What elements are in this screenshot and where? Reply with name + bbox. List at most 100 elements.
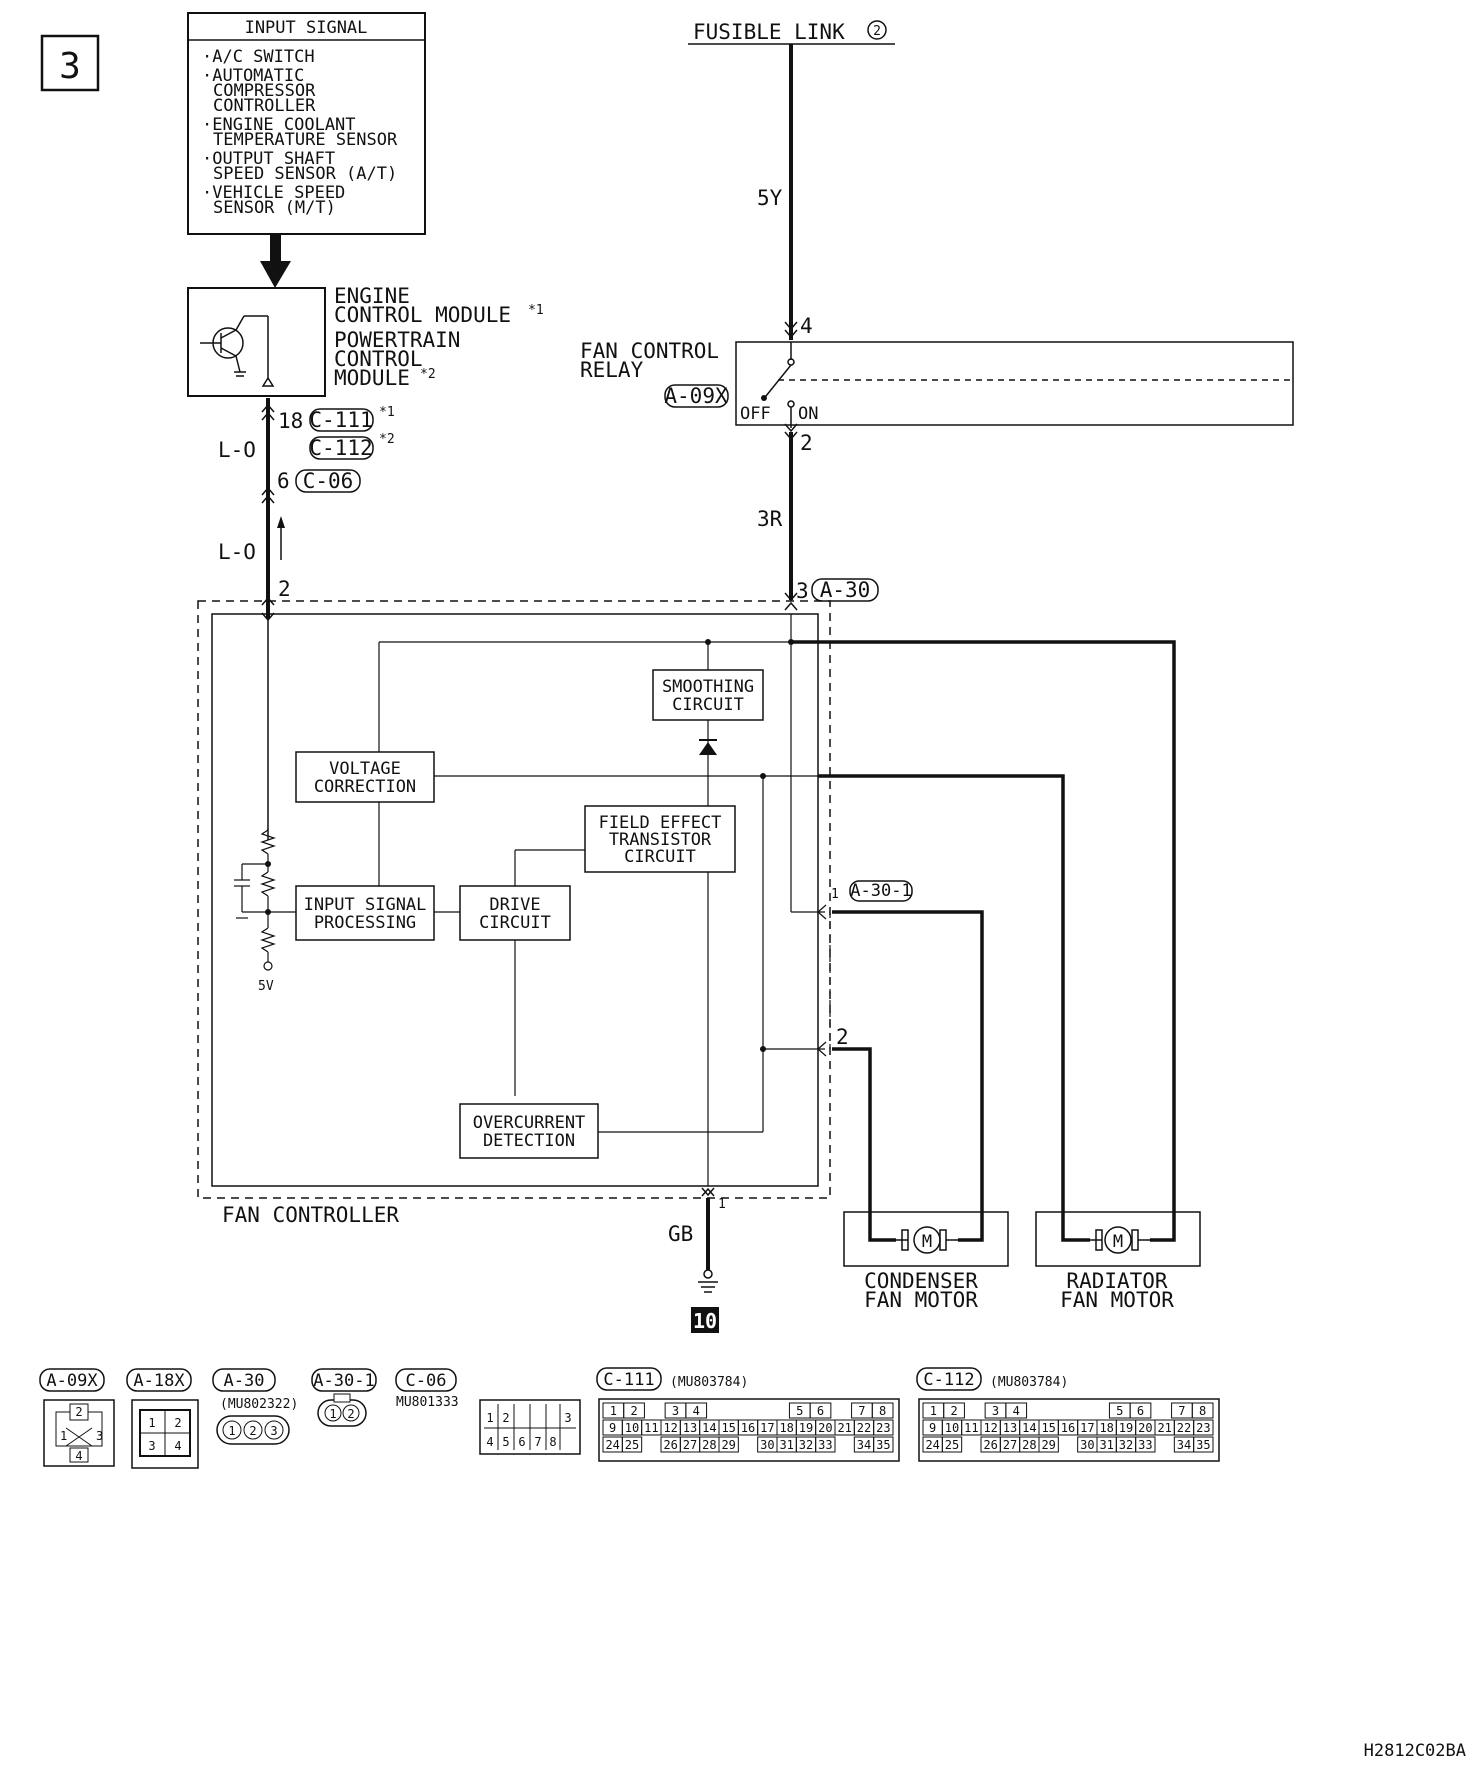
input-signal-item: ·A/C SWITCH [202,47,315,67]
input-signal-item: CONTROLLER [213,96,316,116]
pin-label: 17 [1080,1421,1094,1435]
pin-label: 22 [1177,1421,1191,1435]
svg-text:OVERCURRENT: OVERCURRENT [473,1113,586,1133]
svg-text:3: 3 [148,1439,155,1453]
pin-label: 18 [1099,1421,1113,1435]
pin-label: 35 [876,1438,890,1452]
input-signal-item: SPEED SENSOR (A/T) [213,164,397,184]
pin-label: 4 [693,1404,700,1418]
smoothing-circuit: SMOOTHING CIRCUIT [652,669,764,721]
pin-label: 2 [950,1404,957,1418]
diode-icon [699,739,717,755]
svg-text:CONDENSER: CONDENSER [864,1269,978,1293]
pin-label: 8 [879,1404,886,1418]
transistor-icon [200,315,275,387]
input-signal-item: ·OUTPUT SHAFT [202,149,335,169]
pin-label: 22 [857,1421,871,1435]
pin-label: 12 [983,1421,997,1435]
input-signal-title: INPUT SIGNAL [245,18,368,38]
svg-text:2: 2 [873,24,881,39]
resistor-network-icon [234,828,276,971]
pin-label: 26 [663,1438,677,1452]
svg-text:FAN CONTROL: FAN CONTROL [580,339,719,363]
svg-text:RELAY: RELAY [580,358,644,382]
svg-text:1: 1 [60,1429,67,1443]
pin-label: 10 [625,1421,639,1435]
pin-label: 25 [625,1438,639,1452]
svg-text:OFF: OFF [740,404,771,424]
fan-control-relay: 5Y 4 FAN CONTROL RELAY A-09X OFF ON 2 3R… [580,44,1294,611]
svg-text:L-O: L-O [218,438,256,462]
pin-label: 4 [1013,1404,1020,1418]
pin-label: 29 [1041,1438,1055,1452]
voltage-correction: VOLTAGE CORRECTION [295,751,435,803]
svg-text:A-30: A-30 [224,1371,265,1391]
svg-text:5V: 5V [258,979,274,994]
svg-text:10: 10 [693,1309,717,1333]
svg-text:2: 2 [800,431,813,455]
pin-label: 6 [817,1404,824,1418]
svg-text:1: 1 [148,1416,155,1430]
svg-text:CIRCUIT: CIRCUIT [624,847,696,867]
svg-text:2: 2 [836,1025,849,1049]
svg-text:CORRECTION: CORRECTION [314,777,416,797]
pin-label: 7 [858,1404,865,1418]
svg-text:A-30-1: A-30-1 [313,1371,374,1391]
svg-text:CONTROL MODULE: CONTROL MODULE [334,303,511,327]
svg-text:C-111: C-111 [603,1370,654,1390]
svg-text:2: 2 [75,1405,82,1419]
pin-label: 14 [1022,1421,1036,1435]
svg-text:FUSIBLE LINK: FUSIBLE LINK [693,20,845,44]
input-signal-item: TEMPERATURE SENSOR [213,130,398,150]
svg-text:2: 2 [174,1416,181,1430]
svg-text:3: 3 [564,1411,571,1425]
svg-text:FAN CONTROLLER: FAN CONTROLLER [222,1203,399,1227]
pin-label: 34 [1177,1438,1191,1452]
fet-circuit: FIELD EFFECT TRANSISTOR CIRCUIT [584,805,736,873]
svg-text:(MU802322): (MU802322) [220,1397,298,1412]
pin-label: 18 [779,1421,793,1435]
pin-label: 13 [683,1421,697,1435]
svg-text:5: 5 [502,1435,509,1449]
svg-text:A-30-1: A-30-1 [850,881,911,901]
svg-text:CIRCUIT: CIRCUIT [672,695,744,715]
figure-code: H2812C02BA [1364,1741,1466,1761]
pin-label: 32 [799,1438,813,1452]
pin-label: 9 [609,1421,616,1435]
pin-label: 7 [1178,1404,1185,1418]
svg-text:3: 3 [59,46,81,87]
svg-text:2: 2 [249,1424,256,1438]
svg-text:8: 8 [549,1435,556,1449]
input-signal-item: ·ENGINE COOLANT [202,115,356,135]
pin-label: 3 [672,1404,679,1418]
overcurrent-detection: OVERCURRENT DETECTION [459,1103,599,1159]
svg-text:1: 1 [831,887,839,902]
connector-legend: A-09X 2 1 3 4 A-18X 1 2 3 4 A-30 (MU8023… [39,1367,1220,1469]
svg-text:POWERTRAIN: POWERTRAIN [334,328,460,352]
svg-text:3R: 3R [757,507,783,531]
signal-arrow-icon [260,235,291,288]
input-signal-processing: INPUT SIGNAL PROCESSING [295,885,435,941]
svg-text:2: 2 [502,1411,509,1425]
pin-label: 16 [1061,1421,1075,1435]
svg-text:MODULE: MODULE [334,366,410,390]
input-signal-box: INPUT SIGNAL ·A/C SWITCH·AUTOMATICCOMPRE… [187,12,426,235]
svg-text:PROCESSING: PROCESSING [314,913,416,933]
pin-label: 31 [779,1438,793,1452]
pin-label: 5 [1116,1404,1123,1418]
ecm-signal-wire: 18 C-111 *1 C-112 *2 L-O 6 C-06 L-O 2 [218,398,395,840]
ground: 1 GB 10 [668,1187,726,1333]
svg-text:4: 4 [800,314,813,338]
svg-text:2: 2 [278,577,291,601]
pin-label: 33 [818,1438,832,1452]
svg-text:2: 2 [347,1407,354,1421]
svg-text:VOLTAGE: VOLTAGE [329,759,401,779]
pin-label: 21 [837,1421,851,1435]
pin-label: 5 [796,1404,803,1418]
svg-text:(MU803784): (MU803784) [670,1375,748,1390]
pin-label: 24 [605,1438,619,1452]
motor-icon: M [1113,1232,1123,1252]
input-signal-item: ·AUTOMATIC [202,66,304,86]
svg-text:1: 1 [718,1197,726,1212]
svg-text:FAN MOTOR: FAN MOTOR [864,1288,978,1312]
